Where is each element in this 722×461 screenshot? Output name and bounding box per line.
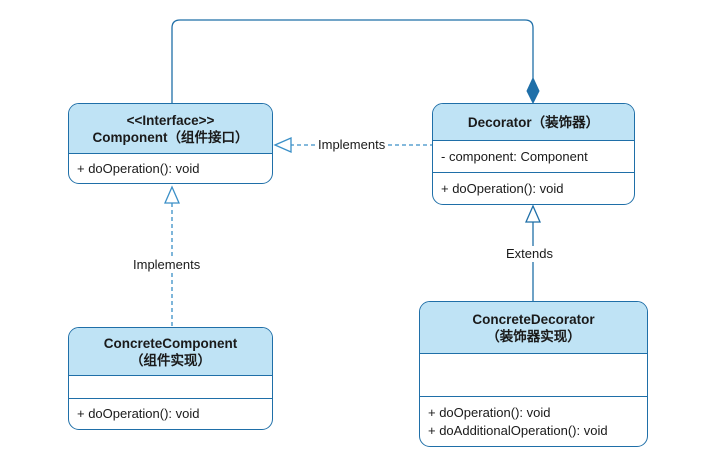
aggregation-diamond [526,76,540,105]
component-class-name: Component（组件接口） [92,129,249,145]
concrete-component-attributes [69,376,272,399]
method-item: + doOperation(): void [77,406,200,421]
concrete-decorator-class-header: ConcreteDecorator （装饰器实现） [420,302,647,354]
decorator-attributes: - component: Component [433,141,634,173]
decorator-class-name: Decorator（装饰器） [467,114,600,130]
component-interface-class[interactable]: <<Interface>> Component（组件接口） + doOperat… [68,103,273,184]
concrete-component-methods: + doOperation(): void [69,399,272,429]
component-methods: + doOperation(): void [69,154,272,183]
attribute-item: - component: Component [441,148,588,164]
implements-label-concrete-component: Implements [131,257,203,273]
concrete-component-class-header: ConcreteComponent （组件实现） [69,328,272,376]
aggregation-line [171,19,534,103]
concrete-component-class-name-cn: （组件实现） [130,352,211,368]
decorator-class[interactable]: Decorator（装饰器） - component: Component + … [432,103,635,205]
concrete-decorator-class-name: ConcreteDecorator [472,311,595,327]
decorator-class-header: Decorator（装饰器） [433,104,634,141]
concrete-decorator-methods: + doOperation(): void + doAdditionalOper… [420,397,647,446]
implements-arrowhead-concrete-component [164,185,180,204]
component-class-header: <<Interface>> Component（组件接口） [69,104,272,154]
implements-arrowhead-decorator [273,137,292,153]
decorator-methods: + doOperation(): void [433,173,634,204]
stereotype-label: <<Interface>> [126,112,215,128]
implements-label-decorator: Implements [316,137,388,153]
concrete-decorator-attributes [420,354,647,397]
method-item: + doOperation(): void [77,161,200,176]
concrete-decorator-class-name-cn: （装饰器实现） [486,328,581,344]
concrete-component-class[interactable]: ConcreteComponent （组件实现） + doOperation()… [68,327,273,430]
extends-arrowhead [525,204,541,223]
method-item: + doOperation(): void [441,180,564,196]
concrete-component-class-name: ConcreteComponent [103,335,238,351]
method-item: + doAdditionalOperation(): void [428,422,608,438]
extends-label: Extends [504,246,555,262]
concrete-decorator-class[interactable]: ConcreteDecorator （装饰器实现） + doOperation(… [419,301,648,447]
method-item: + doOperation(): void [428,404,551,420]
